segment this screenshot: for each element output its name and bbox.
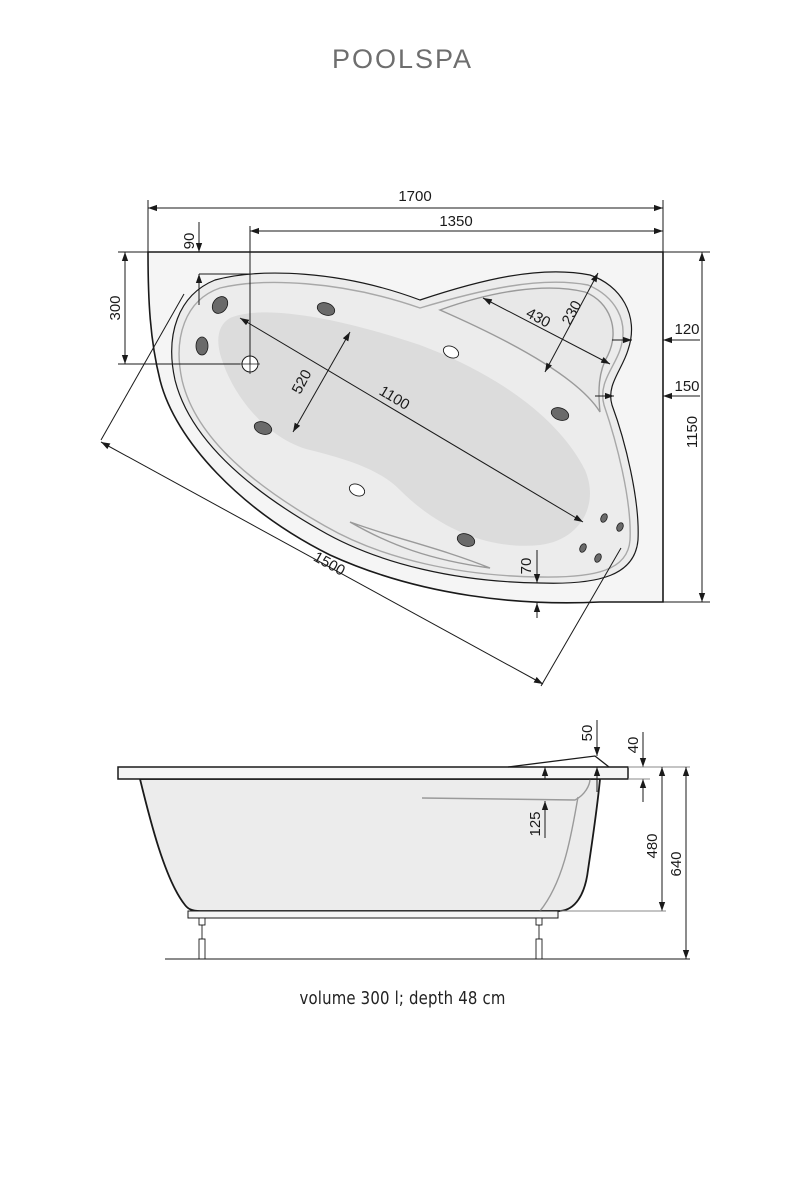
dim-label-300: 300 (107, 295, 124, 320)
side-view: 50 40 125 480 640 (117, 720, 690, 960)
leg-icon (535, 938, 543, 960)
dim-label-1150: 1150 (684, 416, 701, 448)
small-jet-icon (579, 543, 587, 553)
dim-label-480: 480 (644, 833, 661, 858)
small-jet-icon (600, 513, 608, 523)
dim-label-1350: 1350 (439, 213, 472, 230)
dim-label-90: 90 (181, 233, 198, 250)
dim-label-50: 50 (579, 725, 596, 742)
tub-rim (117, 766, 629, 780)
leg-icon (198, 938, 206, 960)
jet-icon (316, 302, 336, 316)
base-plate (187, 910, 559, 919)
dim-label-640: 640 (668, 851, 685, 876)
dim-label-125: 125 (527, 811, 544, 836)
spec-caption: volume 300 l; depth 48 cm (299, 988, 506, 1009)
dim-label-150: 150 (674, 378, 699, 395)
dim-label-40: 40 (625, 737, 642, 754)
jet-icon (195, 336, 209, 356)
brand-logo: POOLSPA (331, 44, 474, 74)
tub-inner-contour (421, 778, 591, 912)
small-jet-icon (616, 522, 624, 532)
leg-icon (198, 917, 206, 926)
dim-label-1700: 1700 (398, 188, 431, 205)
dim-label-70: 70 (518, 558, 535, 575)
top-view: 1700 1350 90 300 1150 120 150 430 230 11… (100, 188, 710, 687)
small-jet-icon (594, 553, 602, 563)
jet-icon (211, 296, 229, 314)
leg-icon (535, 917, 543, 926)
headrest (507, 755, 610, 768)
support-legs (198, 917, 543, 960)
dim-label-120: 120 (674, 321, 699, 338)
